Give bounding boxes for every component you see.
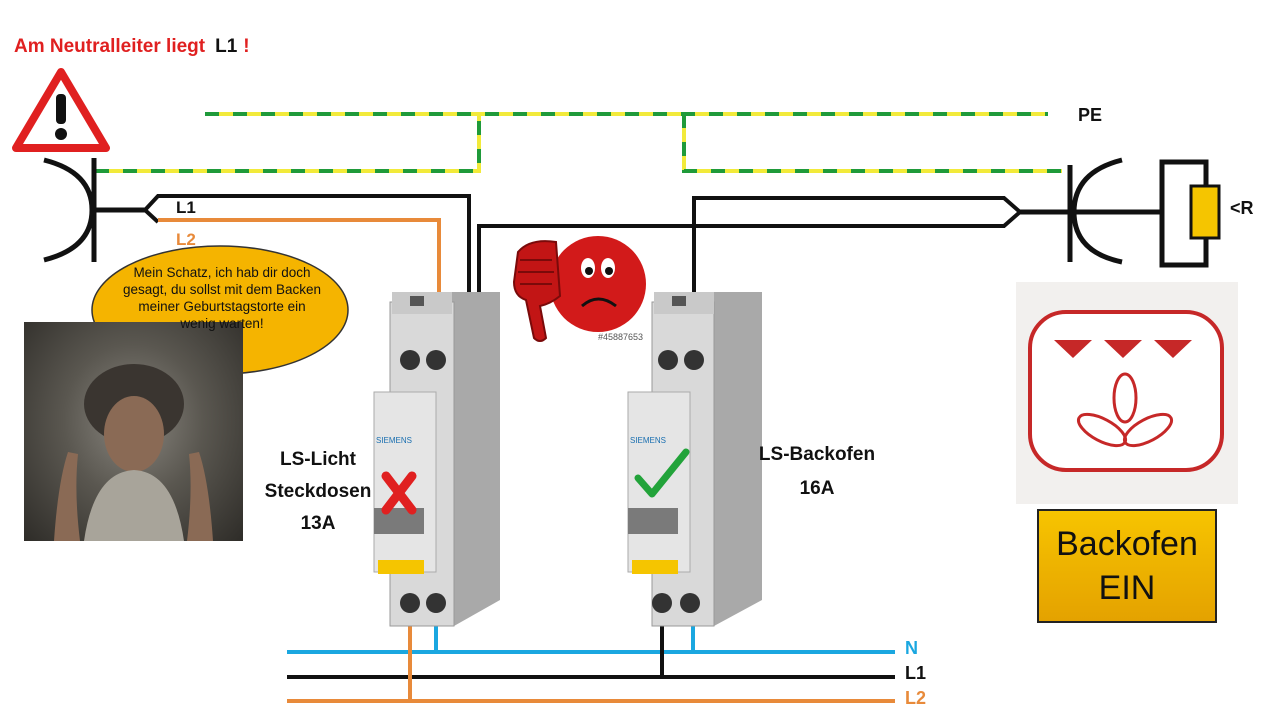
- busbars: [287, 650, 895, 703]
- busbar-label-n: N: [905, 638, 918, 658]
- breaker-1-caption: LS-Licht Steckdosen 13A: [256, 444, 380, 540]
- right-socket-symbol: [1020, 157, 1209, 268]
- cable-l1: [143, 194, 1022, 316]
- speech-bubble-text: Mein Schatz, ich hab dir doch gesagt, du…: [122, 265, 322, 331]
- warning-text: Am Neutralleiter liegt: [14, 36, 206, 57]
- resistor-symbol: [1189, 184, 1221, 240]
- breaker-1-line1: LS-Licht: [280, 449, 356, 470]
- oven-button-line1: Backofen: [1056, 525, 1198, 563]
- breaker-1-line2: Steckdosen: [264, 481, 372, 502]
- check-mark-icon: [634, 448, 690, 498]
- breaker-2-rating: 16A: [799, 478, 835, 499]
- wire-label-l1: L1: [176, 198, 196, 217]
- breaker-ls-backofen: SIEMENS: [627, 292, 762, 627]
- pe-conductor: [95, 112, 1062, 173]
- oven-on-button[interactable]: Backofen EIN: [1037, 509, 1217, 623]
- oven-button-line2: EIN: [1098, 569, 1156, 607]
- busbar-label-l2: L2: [905, 688, 927, 708]
- stock-image-id: #45887653: [598, 332, 644, 342]
- breaker-2-caption: LS-Backofen 16A: [752, 438, 882, 506]
- cable-l2: [158, 218, 441, 298]
- warning-phase: L1: [215, 36, 238, 57]
- busbar-label-l1: L1: [905, 663, 927, 683]
- wire-label-pe: PE: [1078, 105, 1103, 125]
- left-socket-symbol: [43, 157, 145, 263]
- breaker-1-rating: 13A: [300, 513, 336, 534]
- breaker-ls-licht: SIEMENS: [373, 292, 500, 627]
- cross-mark-icon: [381, 471, 417, 515]
- warning-mark: !: [243, 36, 250, 57]
- oven-fan-icon: [1016, 282, 1238, 504]
- thumbs-down-sad-face-icon: [506, 232, 650, 346]
- resistor-label: <R: [1230, 198, 1254, 218]
- breaker-brand: SIEMENS: [376, 436, 412, 445]
- wire-label-l2: L2: [176, 230, 196, 249]
- breaker-2-line1: LS-Backofen: [758, 444, 876, 465]
- breaker-brand: SIEMENS: [630, 436, 666, 445]
- shocked-man-photo: [24, 322, 243, 541]
- warning-title: Am Neutralleiter liegt L1!: [14, 36, 250, 58]
- warning-triangle-icon: [12, 68, 110, 152]
